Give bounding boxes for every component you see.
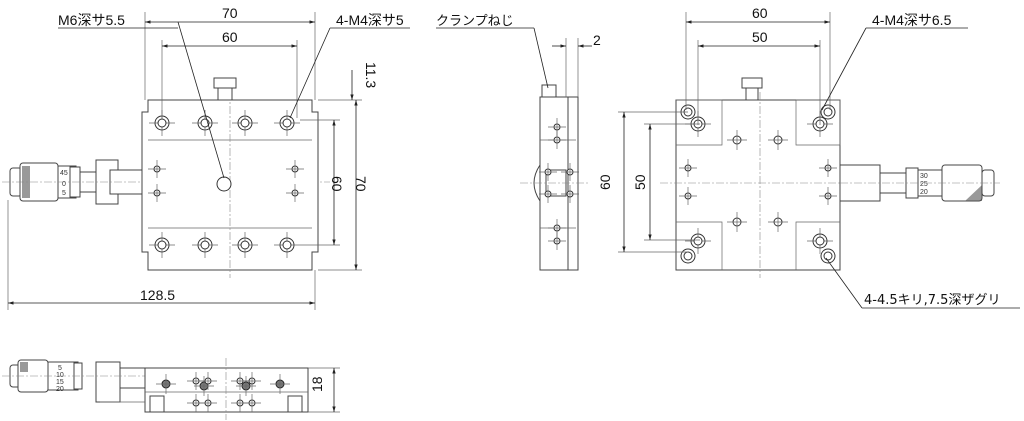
label-center-tap: M6深サ5.5: [58, 12, 125, 28]
scale-tick-label: 45: [60, 170, 68, 177]
scale-tick-label: 10: [56, 372, 64, 379]
dim-offset: 11.3: [363, 62, 379, 88]
tap-hole-inner: [240, 118, 250, 128]
scale-tick-label: 5: [62, 190, 66, 197]
center-tap-hole: [216, 176, 232, 192]
base-plate: [675, 99, 841, 271]
dim-base-height-outer: 60: [597, 174, 613, 190]
micrometer-right: 30 25 20: [839, 164, 995, 202]
scale-tick-label: 25: [920, 181, 928, 188]
dim-height-inner: 60: [329, 176, 345, 192]
stage-body: [144, 367, 309, 413]
scale-tick-label: 30: [920, 173, 928, 180]
tap-hole-inner: [200, 240, 210, 250]
tap-hole-inner: [157, 118, 167, 128]
dim-height: 18: [309, 376, 325, 392]
dim-base-width-inner: 50: [752, 29, 768, 45]
dim-height-outer: 70: [353, 176, 369, 192]
tap-hole-inner: [240, 240, 250, 250]
clamp-knob: [213, 77, 237, 89]
m4-tap-hole-inner: [693, 236, 703, 246]
scale-tick-label: 15: [56, 379, 64, 386]
base-view: 30 25 20 60 50 4-M4深サ6.5 60 50 4-4.5キリ,7…: [597, 5, 1020, 309]
dim-base-height-inner: 50: [632, 174, 648, 190]
dim-base-width-outer: 60: [752, 5, 768, 21]
tap-hole-inner: [157, 240, 167, 250]
dim-width-outer: 70: [222, 5, 238, 21]
label-base-corner-tap: 4-M4深サ6.5: [872, 12, 952, 28]
label-counterbore: 4-4.5キリ,7.5深ザグリ: [864, 293, 1000, 308]
clamp-screw: [541, 84, 557, 98]
counterbore-hole-inner: [683, 251, 693, 261]
scale-tick-label: 5: [58, 365, 62, 372]
m4-tap-hole-inner: [815, 236, 825, 246]
scale-tick-label: 20: [920, 189, 928, 196]
scale-tick-label: 20: [56, 386, 64, 393]
bottom-view: 5 10 15 20 18: [2, 358, 340, 420]
side-view: 2 クランプねじ: [436, 14, 601, 271]
dim-gap: 2: [593, 32, 601, 48]
dim-width-inner: 60: [222, 29, 238, 45]
counterbore-hole-inner: [823, 107, 833, 117]
dim-total-length: 128.5: [140, 287, 175, 303]
counterbore-hole-inner: [823, 251, 833, 261]
tap-hole-inner: [282, 118, 292, 128]
front-view: 45 0 5 70 60 M6深サ5.5 4-M4深サ5: [2, 5, 410, 310]
scale-tick-label: 0: [62, 181, 66, 188]
label-clamp-screw: クランプねじ: [436, 14, 514, 29]
label-corner-tap: 4-M4深サ5: [336, 12, 404, 28]
tap-hole-inner: [282, 240, 292, 250]
